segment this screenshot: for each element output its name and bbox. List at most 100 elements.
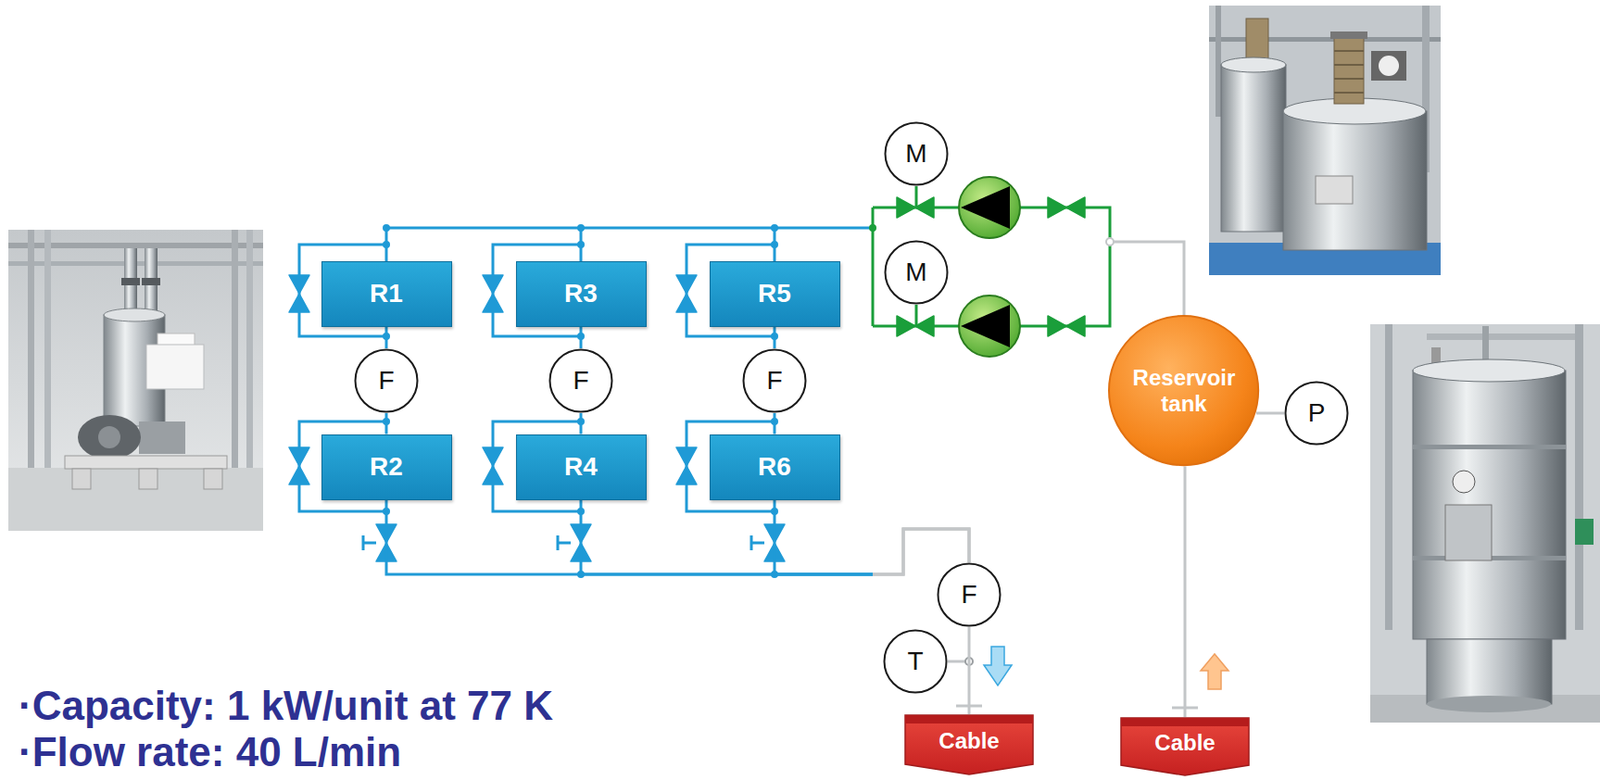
pump-unit-photo — [8, 229, 264, 531]
bypass-valves — [482, 447, 504, 485]
symbol-circle — [885, 123, 948, 186]
symbol-circle — [885, 241, 948, 304]
flowmeter-symbol: F — [936, 562, 1002, 628]
pipe-segment — [1184, 466, 1187, 718]
refrigerator-box: R1 — [321, 261, 453, 328]
pipe-connector — [386, 413, 388, 435]
reservoir-tank-photo — [1370, 324, 1600, 723]
reservoir-tank-photo — [1574, 324, 1584, 630]
pipe-segment — [385, 413, 389, 435]
cryocooler-photo — [1378, 55, 1399, 76]
reservoir-tank-photo — [1574, 518, 1594, 545]
pipe-segment — [773, 413, 777, 435]
pump-unit-photo — [72, 468, 91, 490]
symbol-letter: F — [572, 365, 589, 396]
pump-valves — [896, 315, 934, 337]
refrigerator-box: R3 — [516, 261, 647, 328]
pipe-connector — [774, 327, 776, 350]
symbol-circle — [1285, 382, 1349, 445]
transfer-line — [947, 660, 966, 664]
pipe-connector — [580, 413, 582, 435]
flowmeter-symbol: F — [353, 348, 419, 414]
reservoir-tank-photo — [1412, 444, 1566, 450]
bypass-valves — [676, 447, 697, 485]
pump-unit-photo — [246, 229, 253, 468]
pump-unit-photo — [103, 308, 165, 322]
pipe-segment — [579, 327, 583, 350]
motor-symbol: M — [883, 121, 949, 187]
reservoir-tank-photo — [1385, 324, 1393, 630]
junction-dots — [382, 240, 391, 249]
unit-label: R4 — [564, 452, 598, 482]
pipe-connector — [580, 327, 582, 350]
symbol-letter: F — [377, 365, 394, 396]
transfer-line — [947, 241, 1198, 708]
cryocooler-photo — [1283, 111, 1427, 251]
pump-unit-photo — [27, 229, 35, 468]
cable-tag: Cable — [1120, 717, 1250, 777]
thermometer-symbol: T — [882, 629, 948, 694]
symbol-letter: M — [905, 138, 927, 169]
cryocooler-photo — [1215, 5, 1222, 117]
symbol-circle — [884, 630, 947, 693]
cable-band — [1121, 718, 1249, 727]
reservoir-tank-photo — [1412, 359, 1565, 382]
reservoir-tank-photo — [1426, 639, 1552, 705]
pipe-connector — [774, 500, 970, 576]
tank-label: Reservoir tank — [1126, 365, 1242, 416]
refrigerator-box: R4 — [516, 434, 647, 501]
transfer-line — [1109, 241, 1185, 317]
symbol-letter: T — [907, 646, 923, 677]
pipe-segment — [774, 500, 873, 576]
reservoir-tank-photo — [1452, 470, 1475, 493]
pump-unit-photo — [64, 455, 227, 469]
junction-dot — [1106, 238, 1114, 246]
pump-unit-photo — [138, 468, 158, 490]
cryocooler-photo — [1209, 5, 1441, 276]
refrigerator-box: R6 — [709, 434, 841, 501]
pump-unit-photo — [77, 415, 141, 460]
symbol-letter: M — [905, 257, 927, 288]
cooling-piping — [386, 226, 873, 230]
cryocooler-photo — [1371, 50, 1407, 81]
cryocooler-photo — [1221, 64, 1286, 232]
cryocooler-photo — [1330, 31, 1368, 39]
cable-shape — [905, 715, 1034, 775]
flow-arrow-up — [1200, 654, 1229, 690]
pump-valves — [1047, 315, 1085, 337]
reservoir-tank-photo — [1426, 695, 1551, 713]
pipe-connector — [969, 627, 971, 715]
cable-tag: Cable — [904, 714, 1034, 776]
symbol-circle — [743, 350, 807, 413]
pipe-segment — [773, 327, 777, 350]
spec-note: ·Capacity: 1 kW/unit at 77 K — [18, 683, 554, 729]
motor-symbol: M — [883, 239, 949, 305]
cryocooler-photo — [1334, 37, 1364, 104]
pump-symbol — [958, 295, 1021, 357]
cryocooler-photo — [1315, 176, 1353, 204]
pump-unit-photo — [231, 229, 239, 468]
symbol-circle — [550, 350, 613, 413]
symbol-letter: F — [960, 579, 977, 610]
pipe-segment — [386, 500, 873, 576]
flow-arrow-down — [983, 646, 1012, 686]
junction-dots — [577, 240, 585, 249]
pump-unit-photo — [203, 468, 223, 490]
cooling-piping — [363, 535, 377, 551]
symbol-circle — [938, 564, 1001, 627]
pipe-connector — [1184, 466, 1186, 718]
pump-valves — [1047, 197, 1085, 218]
reservoir-tank-photo — [1412, 370, 1566, 640]
cryocooler-photo — [1221, 57, 1286, 73]
bypass-valves — [289, 447, 310, 485]
cable-shape — [1121, 718, 1249, 776]
cryocooler-photo — [1209, 5, 1441, 276]
junction-dot — [869, 224, 877, 232]
pipe-connector — [386, 500, 970, 576]
unit-label: R1 — [369, 278, 404, 309]
pump-symbol — [958, 176, 1021, 239]
symbol-circle — [355, 350, 418, 413]
cable-label: Cable — [938, 728, 999, 755]
cryocooler-photo — [1334, 50, 1364, 93]
